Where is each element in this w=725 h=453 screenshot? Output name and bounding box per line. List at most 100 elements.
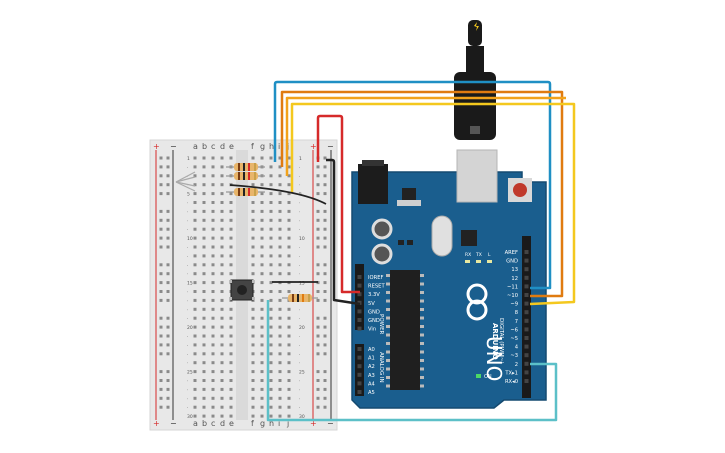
pin-label: 12 [511,276,518,282]
pin-label: ~11 [507,284,518,290]
brand-label: ARDUINO [491,323,499,360]
row-number: · [187,299,188,304]
row-number: · [187,219,188,224]
row-number: · [299,317,300,322]
pin-label: 7 [515,319,518,325]
row-number: · [187,317,188,322]
pin-label: GND [368,318,380,324]
row-number: · [299,308,300,313]
row-number: · [187,308,188,313]
pushbutton[interactable] [229,279,255,301]
capacitor-1 [371,218,393,240]
row-number: · [187,210,188,215]
pin-label: Vin [368,327,376,333]
wire-blue[interactable] [273,80,552,290]
row-number: · [299,210,300,215]
wire-yellow[interactable] [290,102,576,306]
row-number: · [299,246,300,251]
column-letter: d [220,419,225,428]
rail-plus-label-right: + [310,142,317,151]
digital-label: DIGITAL (PWM~) [498,318,504,364]
column-letter: i [278,142,280,151]
column-letter: d [220,142,225,151]
row-number: · [187,380,188,385]
pin-label: IOREF [368,275,383,281]
pin-label: A3 [368,373,375,379]
pin-label: ~10 [507,293,518,299]
row-number: 15 [187,281,193,287]
pin-label: TX▸1 [504,370,518,376]
row-number: · [299,344,300,349]
row-number: 25 [187,370,193,376]
rail-minus-label-bottom-right: − [327,419,334,428]
row-number: · [187,406,188,411]
column-letter: e [229,142,234,151]
row-number: 30 [187,414,193,420]
row-number: · [299,397,300,402]
column-letter: e [229,419,234,428]
rail-minus-label-bottom: − [170,419,177,428]
l-label: L [488,252,491,258]
digital-header[interactable] [522,236,531,398]
components[interactable] [175,163,318,302]
analog-header[interactable] [355,344,364,396]
crystal [431,215,453,257]
resistor-3[interactable] [226,188,265,196]
row-number: · [187,228,188,233]
wire-black[interactable] [326,158,361,306]
pin-label: ~5 [510,336,518,342]
pin-label: 5V [368,301,375,307]
row-number: · [299,353,300,358]
row-number: · [299,228,300,233]
row-number: · [187,202,188,207]
pin-label: RESET [368,284,385,290]
on-label: ON [484,374,492,380]
breadboard-holes [159,156,327,418]
wire-red[interactable] [316,114,360,294]
row-number: 10 [299,236,305,242]
wire-black-led[interactable] [229,184,327,205]
resistor-1[interactable] [226,163,265,171]
resistor-4[interactable] [282,294,318,302]
row-number: · [299,184,300,189]
usb-connector [454,72,496,140]
atmega-chip [390,270,420,390]
row-number: · [299,166,300,171]
column-letter: h [269,142,274,151]
row-number: · [299,175,300,180]
rail-plus-label-bottom-right: + [310,419,317,428]
column-letter: a [193,419,198,428]
column-letter: b [202,419,207,428]
wire-teal[interactable] [266,300,558,422]
row-number: · [187,388,188,393]
wires[interactable] [229,80,576,422]
column-letter: a [193,142,198,151]
rx-label: RX [465,252,471,258]
row-number: · [299,388,300,393]
row-number: · [299,380,300,385]
column-letter: f [251,419,254,428]
row-number: · [299,335,300,340]
row-number: · [299,202,300,207]
power-header[interactable] [355,264,364,330]
wire-orange[interactable] [285,96,566,176]
pin-label: ~6 [510,327,518,333]
rgb-led[interactable] [175,171,196,192]
pin-label: GND [368,309,380,315]
row-number: · [187,175,188,180]
resistor-2[interactable] [226,172,265,180]
row-number: · [187,397,188,402]
row-number: · [187,264,188,269]
row-number: · [187,166,188,171]
row-number: · [299,291,300,296]
pin-label: 8 [515,310,518,316]
pin-label: A5 [368,390,375,396]
row-number: · [299,255,300,260]
row-number: 25 [299,370,305,376]
arduino-uno[interactable]: RX TX L ARDUINO UNO ON AREFGND1312~11~10… [351,149,547,409]
row-number: · [299,362,300,367]
usb-cable[interactable] [454,20,496,140]
wire-orange-dark[interactable] [280,90,564,298]
